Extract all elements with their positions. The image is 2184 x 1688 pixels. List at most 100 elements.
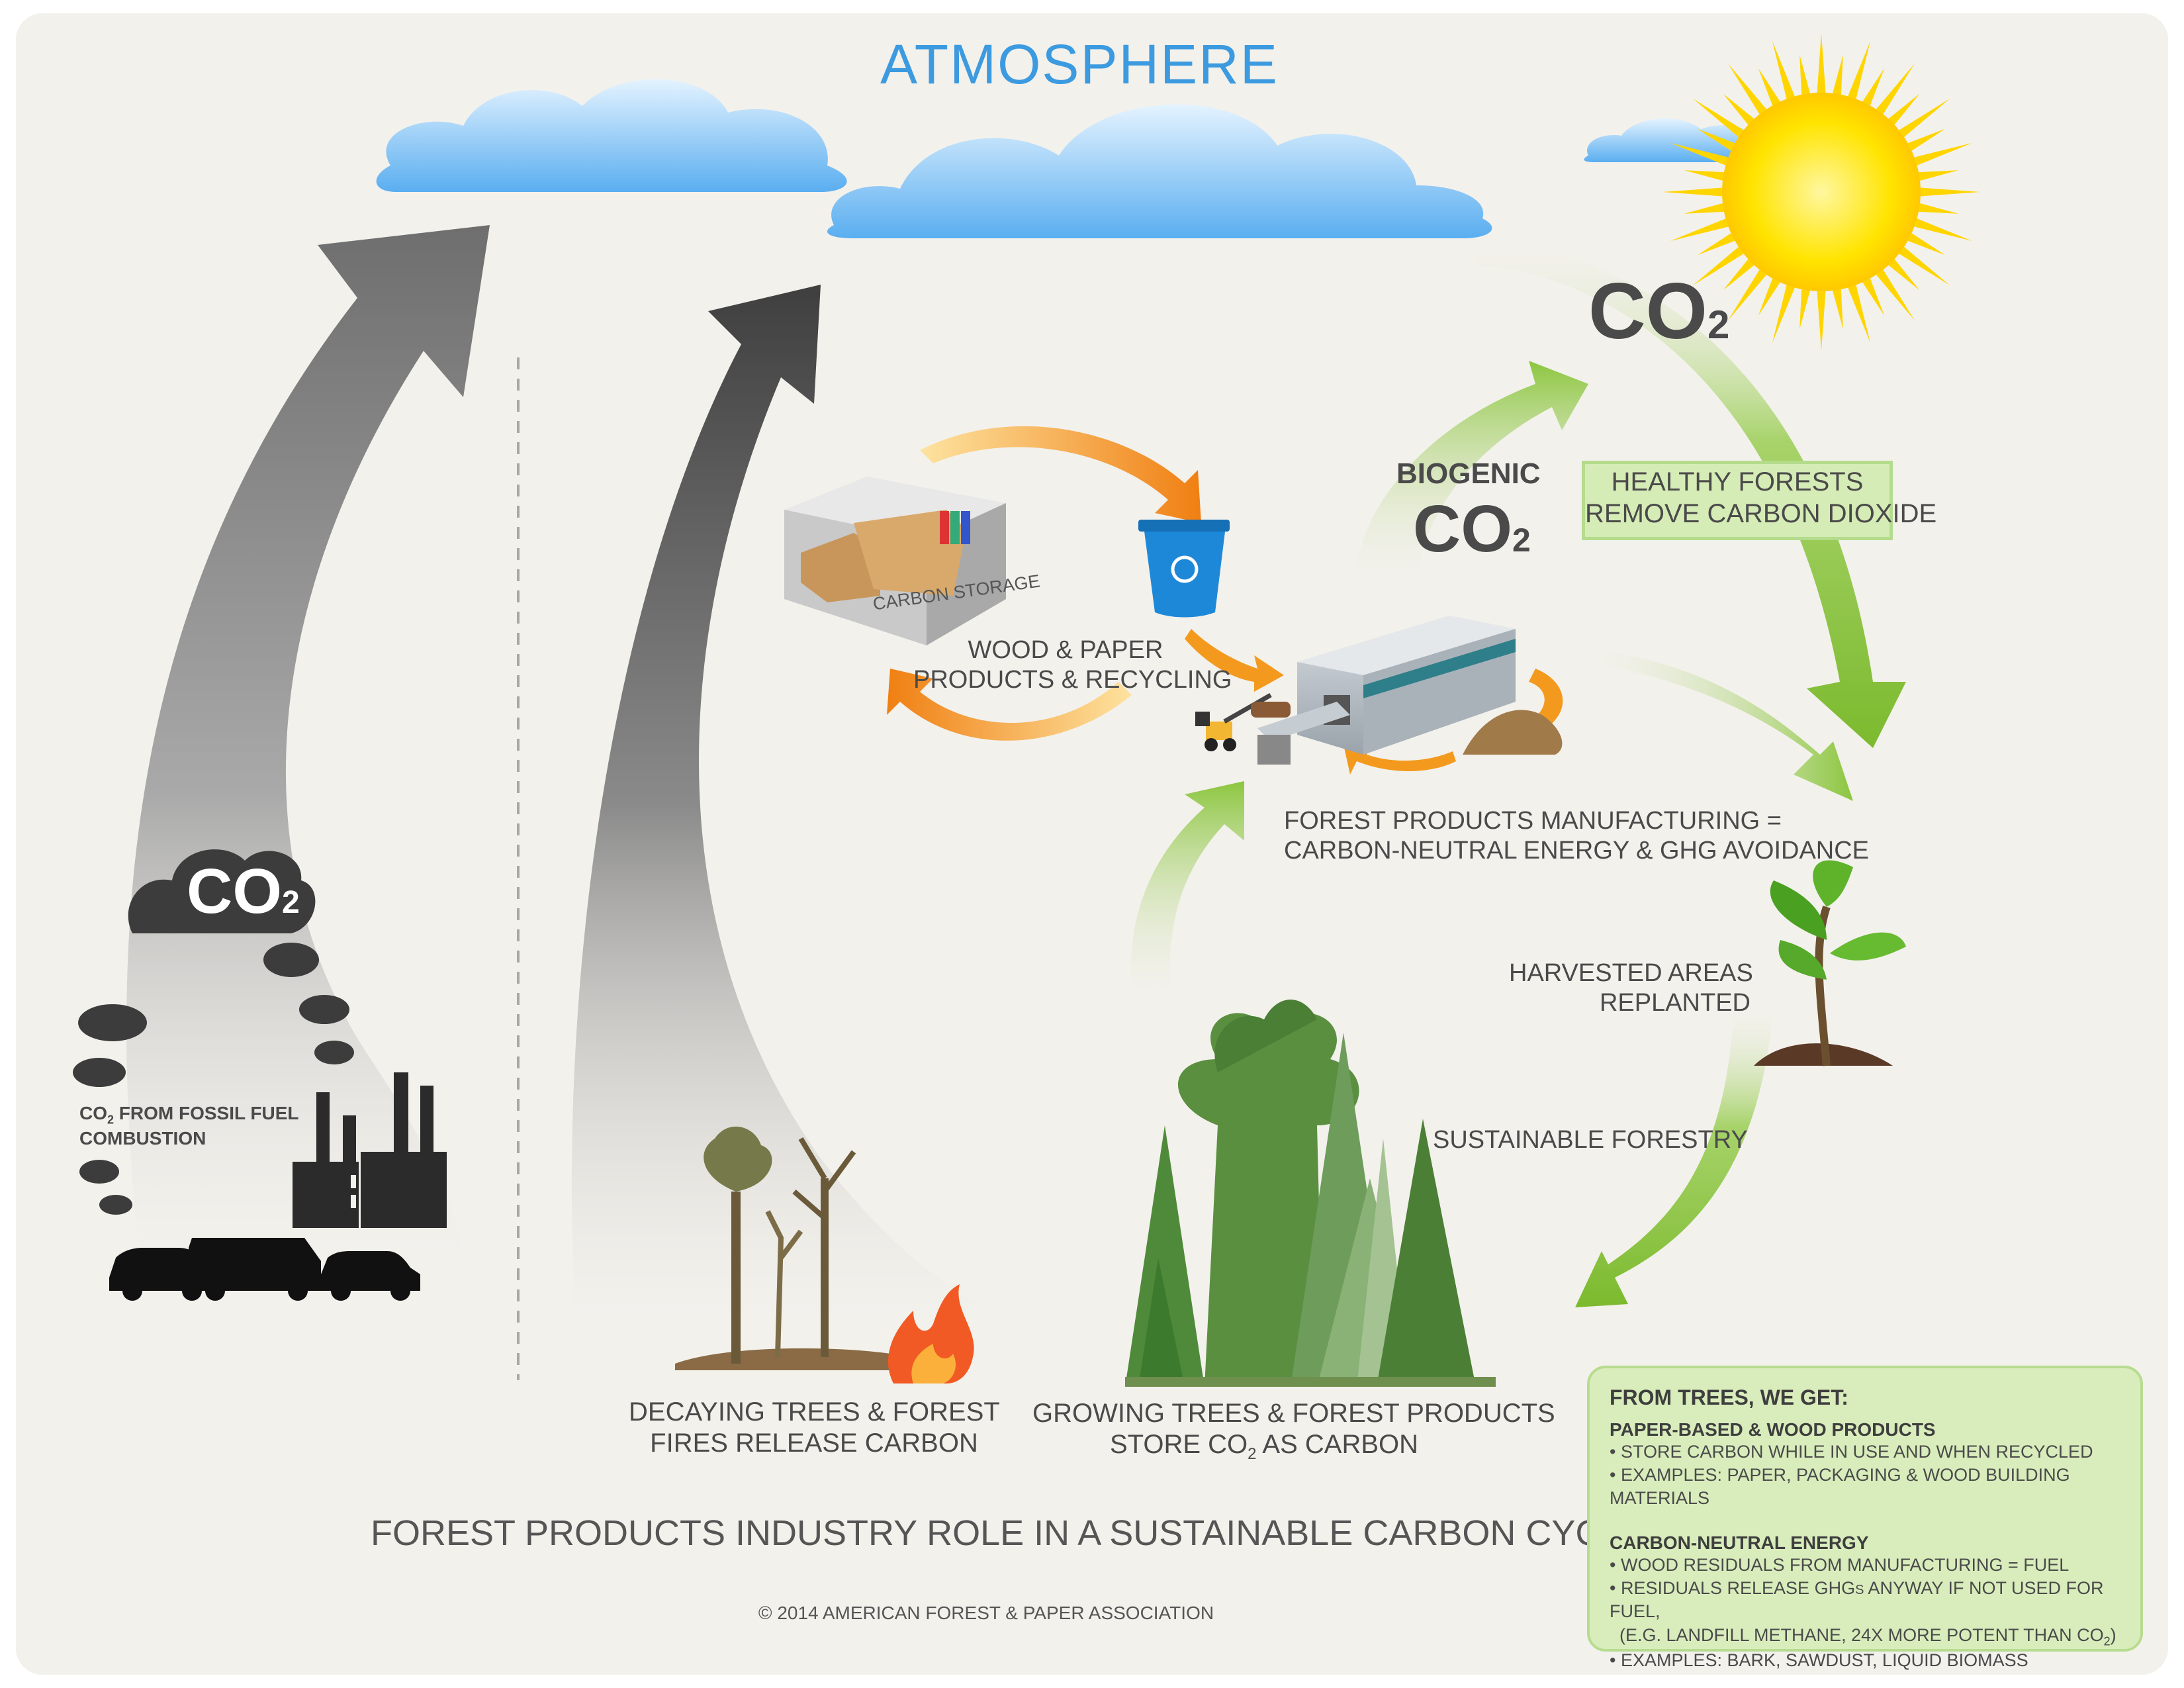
fossil-co2-up-arrow <box>126 225 490 1258</box>
main-co2-subscript: 2 <box>1707 303 1730 347</box>
sustainable-forestry-arrow <box>1575 1006 1774 1307</box>
info-section2-title: CARBON-NEUTRAL ENERGY <box>1610 1532 1869 1554</box>
info-section2-bullet1: • WOOD RESIDUALS FROM MANUFACTURING = FU… <box>1610 1555 2070 1575</box>
info-section2-bullet4: • EXAMPLES: BARK, SAWDUST, LIQUID BIOMAS… <box>1610 1650 2028 1671</box>
sun-ray <box>1817 291 1826 351</box>
sun-ray <box>1692 246 1744 286</box>
manufacturing-to-replant-arrow <box>1588 649 1853 801</box>
copyright: © 2014 AMERICAN FOREST & PAPER ASSOCIATI… <box>758 1603 1214 1623</box>
decaying-line1: DECAYING TREES & FOREST <box>629 1397 1000 1427</box>
info-b2-small: S <box>1855 1583 1864 1598</box>
sun-ray <box>1684 203 1724 214</box>
sun-ray <box>1697 128 1735 151</box>
growing-line2-subscript: 2 <box>1248 1445 1257 1464</box>
residue-to-mill-arrow <box>1343 745 1456 774</box>
smoke-puffs-icon <box>73 849 354 1215</box>
sun-ray <box>1684 170 1724 181</box>
sun-ray <box>1799 289 1810 330</box>
dead-trees-icon <box>675 1126 927 1370</box>
biogenic-co2-up-arrow <box>1357 361 1588 583</box>
info-b2-suffix: ANYWAY IF NOT USED FOR FUEL, <box>1610 1578 2104 1622</box>
info-b3-prefix: (E.G. LANDFILL METHANE, 24X MORE POTENT … <box>1610 1624 2104 1645</box>
info-section1-bullet2: • EXAMPLES: PAPER, PACKAGING & WOOD BUIL… <box>1610 1465 2070 1509</box>
info-b3-subscript: 2 <box>2103 1634 2111 1648</box>
sun-ray <box>1723 93 1754 125</box>
sun-ray <box>1670 218 1729 242</box>
sun-ray <box>1876 63 1915 115</box>
mill-building-icon <box>1257 616 1516 765</box>
sun-ray <box>1697 233 1735 256</box>
sun-ray <box>1919 203 1959 214</box>
products-to-recycle-arrow <box>920 426 1201 523</box>
sun-ray <box>1848 285 1871 344</box>
harvested-line1: HARVESTED AREAS <box>1509 959 1753 987</box>
sun-ray <box>1888 93 1920 125</box>
sun-ray <box>1920 187 1980 197</box>
healthy-forests-line1: HEALTHY FORESTS <box>1611 467 1864 496</box>
growing-trees-icon <box>1125 1000 1496 1387</box>
wood-paper-line2: PRODUCTS & RECYCLING <box>913 665 1232 694</box>
sun-ray <box>1888 259 1920 291</box>
manufacturing-line1: FOREST PRODUCTS MANUFACTURING = <box>1284 807 1782 835</box>
info-heading: FROM TREES, WE GET: <box>1610 1385 1848 1409</box>
cloud-right-icon <box>1584 118 1776 162</box>
biogenic-label: BIOGENIC <box>1396 457 1541 490</box>
info-box: FROM TREES, WE GET: PAPER-BASED & WOOD P… <box>1587 1366 2143 1670</box>
info-section1-bullet1: • STORE CARBON WHILE IN USE AND WHEN REC… <box>1610 1442 2093 1462</box>
sun-ray <box>1662 187 1723 197</box>
decaying-line2: FIRES RELEASE CARBON <box>650 1429 978 1458</box>
carbon-storage-box-icon <box>784 477 1006 645</box>
sun-ray <box>1862 68 1885 106</box>
growing-line2-suffix: AS CARBON <box>1256 1430 1419 1460</box>
factory-icon <box>293 1072 447 1228</box>
cloud-co2-subscript: 2 <box>282 885 300 920</box>
healthy-forests-box <box>1582 461 1893 540</box>
sun-icon <box>1662 33 1980 351</box>
sun-ray <box>1919 170 1959 181</box>
fossil-co2-text: CO <box>79 1103 107 1123</box>
sun-ray <box>1833 289 1843 330</box>
sun-ray <box>1727 269 1767 321</box>
wood-paper-line1: WOOD & PAPER <box>968 636 1163 664</box>
info-section2-bullet3: (E.G. LANDFILL METHANE, 24X MORE POTENT … <box>1610 1624 2120 1650</box>
main-co2-text: CO <box>1588 267 1707 355</box>
sun-ray <box>1758 68 1780 106</box>
sun-ray <box>1772 40 1795 99</box>
growing-line1: GROWING TREES & FOREST PRODUCTS <box>1032 1399 1555 1428</box>
trees-to-manufacturing-arrow <box>1130 781 1244 1000</box>
manufacturing-label: FOREST PRODUCTS MANUFACTURING =CARBON-NE… <box>1284 806 1869 866</box>
sun-ray <box>1727 63 1767 115</box>
sun-ray <box>1772 285 1795 344</box>
sun-ray <box>1914 142 1973 165</box>
sun-ray <box>1899 246 1950 286</box>
cloud-co2-text: CO <box>187 856 282 927</box>
growing-line2-prefix: STORE CO <box>1109 1430 1248 1460</box>
info-b3-suffix: ) <box>2110 1624 2116 1645</box>
info-b2-prefix: • RESIDUALS RELEASE GHG <box>1610 1578 1856 1599</box>
info-section1-title: PAPER-BASED & WOOD PRODUCTS <box>1610 1419 1936 1440</box>
sun-ray <box>1817 33 1826 93</box>
healthy-forests-down-arrow <box>1476 238 1906 748</box>
main-co2-label: CO2 <box>1588 265 1729 359</box>
sun-ray <box>1876 269 1915 321</box>
info-section2-bullet2: • RESIDUALS RELEASE GHGS ANYWAY IF NOT U… <box>1610 1577 2120 1623</box>
sun-ray <box>1907 233 1946 256</box>
log-loader-icon <box>1195 692 1291 751</box>
sawdust-pile-icon <box>1463 710 1563 755</box>
recycle-bin-icon <box>1138 520 1230 618</box>
decay-release-up-arrow <box>571 285 1006 1321</box>
seedling-icon <box>1754 860 1906 1066</box>
mill-to-products-arrow <box>887 669 1132 741</box>
harvested-line2: REPLANTED <box>1599 988 1751 1017</box>
main-title: FOREST PRODUCTS INDUSTRY ROLE IN A SUSTA… <box>371 1513 1645 1553</box>
cloud-co2-label: CO2 <box>187 854 300 929</box>
sun-ray <box>1723 259 1754 291</box>
fossil-line2: COMBUSTION <box>79 1127 206 1149</box>
